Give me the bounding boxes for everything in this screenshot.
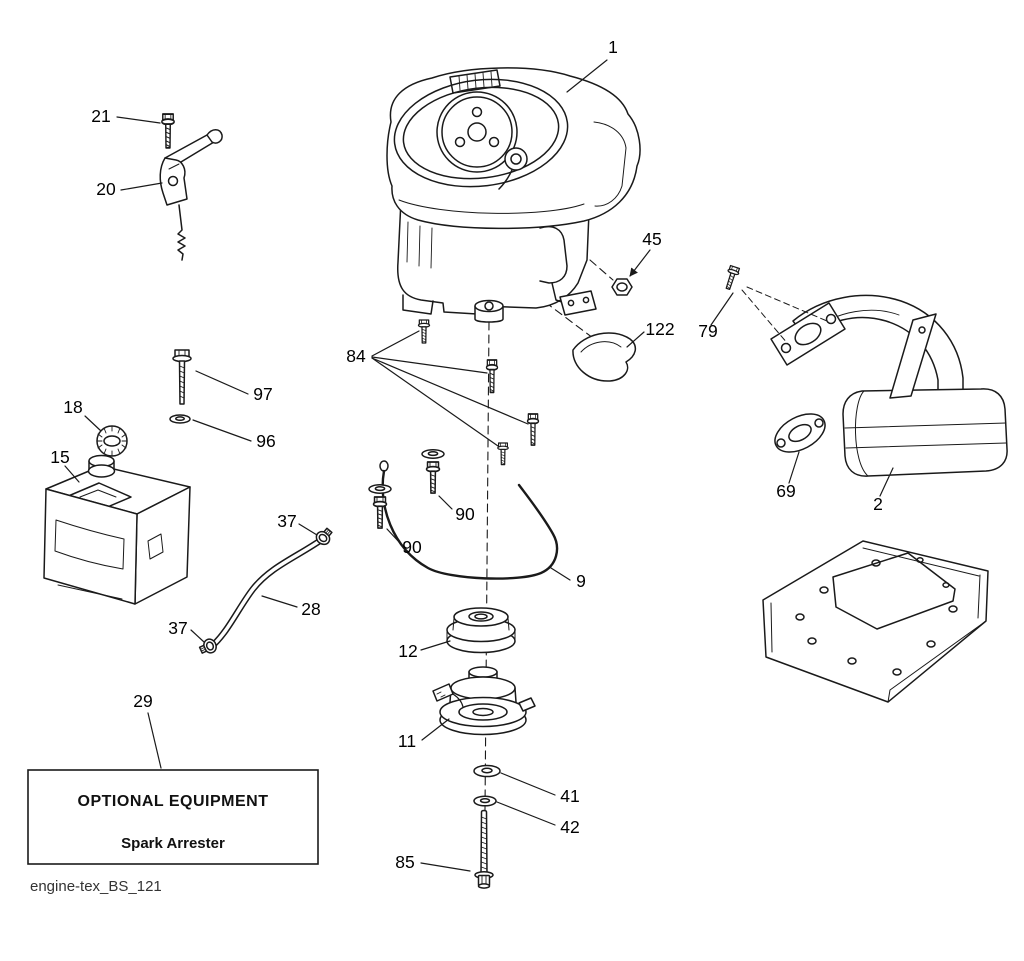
muffler-bolt bbox=[722, 264, 741, 292]
exhaust-gasket bbox=[774, 413, 826, 453]
callout-37b: 37 bbox=[168, 618, 187, 638]
engine-plate bbox=[762, 540, 989, 703]
callout-15: 15 bbox=[50, 447, 69, 467]
muffler-bolt-dashes bbox=[741, 286, 828, 345]
callout-122: 122 bbox=[645, 319, 674, 339]
electric-clutch bbox=[432, 666, 536, 736]
leader-lines bbox=[64, 59, 894, 872]
fuel-line bbox=[197, 525, 336, 658]
heat-deflector bbox=[572, 332, 637, 382]
fuel-tank bbox=[43, 425, 191, 605]
clutch-bolt bbox=[474, 809, 494, 889]
callouts: 1 21 20 45 122 79 84 97 18 96 15 37 90 9… bbox=[50, 37, 883, 872]
optional-equipment-subtitle: Spark Arrester bbox=[121, 835, 225, 852]
fuel-cap bbox=[96, 425, 128, 457]
callout-12: 12 bbox=[398, 641, 417, 661]
callout-41: 41 bbox=[560, 786, 579, 806]
engine-pulley bbox=[446, 607, 516, 654]
callout-97: 97 bbox=[253, 384, 272, 404]
callout-37a: 37 bbox=[277, 511, 296, 531]
callout-84: 84 bbox=[346, 346, 366, 366]
callout-85: 85 bbox=[395, 852, 414, 872]
callout-28: 28 bbox=[301, 599, 320, 619]
rod-bolts bbox=[368, 449, 445, 529]
oil-cap bbox=[498, 147, 528, 190]
figure-footer: engine-tex_BS_121 bbox=[30, 878, 162, 895]
tank-bolt bbox=[172, 349, 192, 405]
callout-69: 69 bbox=[776, 481, 795, 501]
clutch-washer-41 bbox=[473, 764, 501, 778]
callout-42: 42 bbox=[560, 817, 579, 837]
callout-9: 9 bbox=[576, 571, 586, 591]
callout-18: 18 bbox=[63, 397, 82, 417]
optional-equipment-box: OPTIONAL EQUIPMENT Spark Arrester bbox=[27, 769, 319, 865]
optional-equipment-title: OPTIONAL EQUIPMENT bbox=[78, 793, 269, 810]
callout-29: 29 bbox=[133, 691, 152, 711]
callout-1: 1 bbox=[608, 37, 618, 57]
engine bbox=[386, 67, 641, 323]
callout-21: 21 bbox=[91, 106, 110, 126]
callout-11: 11 bbox=[398, 731, 416, 751]
muffler bbox=[770, 294, 1008, 477]
throttle-control bbox=[159, 113, 223, 261]
callout-90a: 90 bbox=[455, 504, 475, 524]
tank-bolt-washer bbox=[169, 414, 191, 424]
callout-96: 96 bbox=[256, 431, 275, 451]
callout-2: 2 bbox=[873, 494, 883, 514]
callout-20: 20 bbox=[96, 179, 116, 199]
callout-45: 45 bbox=[642, 229, 661, 249]
clutch-keeper-rod bbox=[379, 460, 559, 580]
engine-mount-bolts bbox=[417, 319, 540, 466]
recoil-starter bbox=[436, 91, 518, 173]
engine-nut bbox=[611, 278, 633, 296]
callout-79: 79 bbox=[698, 321, 717, 341]
callout-90b: 90 bbox=[402, 537, 422, 557]
clutch-washer-42 bbox=[473, 795, 497, 807]
